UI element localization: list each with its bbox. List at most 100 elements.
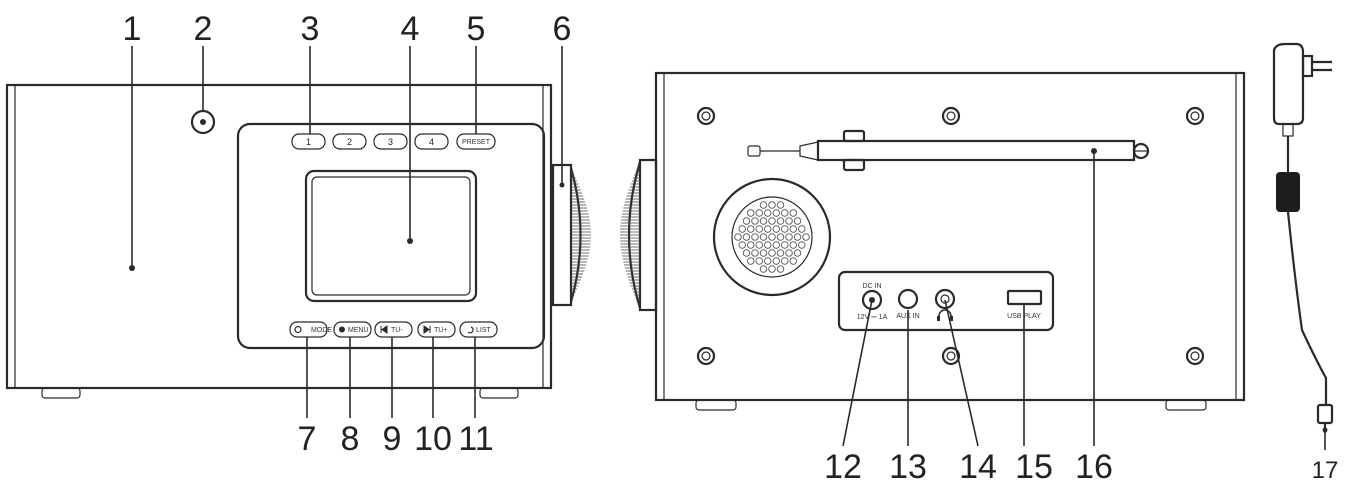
grille-hole: [776, 249, 785, 257]
grille-hole: [789, 257, 798, 265]
headphone-jack[interactable]: [934, 288, 956, 310]
back-arrow-icon: [467, 326, 474, 334]
grille-hole: [759, 233, 768, 241]
grille-hole: [772, 209, 781, 217]
grille-hole: [755, 241, 764, 249]
callout-1: 1: [123, 10, 142, 48]
screw: [1185, 106, 1205, 126]
volume-knob-front[interactable]: [551, 163, 591, 307]
knob-ridges: [620, 165, 640, 305]
grille-hole: [755, 209, 764, 217]
callout-6: 6: [553, 10, 572, 48]
tune-up-label: TU+: [434, 327, 447, 334]
grille-hole: [772, 225, 781, 233]
aux-in-jack[interactable]: [897, 288, 919, 310]
preset-button-3-label: 3: [388, 137, 393, 147]
callout-9: 9: [383, 420, 402, 458]
preset-button-2-label: 2: [347, 137, 352, 147]
preset-button-4[interactable]: 4: [414, 133, 449, 150]
grille-hole: [772, 241, 781, 249]
preset-button-2[interactable]: 2: [332, 133, 367, 150]
grille-hole: [793, 249, 802, 257]
front-view: 1 2 3 4 PRESET MODE MENU: [5, 83, 591, 399]
tune-up-button[interactable]: TU+: [417, 321, 456, 338]
grille-hole: [734, 233, 742, 241]
callout-14: 14: [959, 448, 997, 486]
display-screen-inner: [311, 176, 471, 296]
preset-button-1[interactable]: 1: [291, 133, 326, 150]
menu-button[interactable]: MENU: [333, 321, 372, 338]
preset-button[interactable]: PRESET: [456, 133, 496, 150]
leader-lines: [131, 46, 1326, 450]
grille-hole: [759, 201, 768, 209]
power-adapter: [1272, 42, 1334, 433]
grille-hole: [781, 257, 789, 265]
grille-hole: [751, 233, 759, 241]
grille-hole: [755, 225, 764, 233]
grille-hole: [742, 249, 751, 257]
grille-hole: [759, 249, 768, 257]
sensor-dot: [200, 119, 206, 125]
preset-button-label: PRESET: [462, 139, 491, 146]
grille-hole: [789, 209, 798, 217]
headphone-icon: [937, 309, 953, 321]
grille-hole: [747, 209, 755, 217]
rear-foot-right: [1165, 399, 1207, 411]
screw: [696, 346, 716, 366]
front-foot-left: [41, 387, 81, 399]
screw: [1185, 346, 1205, 366]
grille-hole: [798, 241, 806, 249]
dc-spec-label: 12V ⎓ 1A: [857, 314, 888, 321]
speaker-dot: [129, 265, 135, 271]
mode-button-label: MODE: [311, 327, 332, 334]
callout-2: 2: [194, 10, 213, 48]
grille-hole: [738, 241, 747, 249]
callout-13: 13: [889, 448, 927, 486]
grille-hole: [776, 265, 785, 273]
preset-button-4-label: 4: [429, 137, 434, 147]
callout-4: 4: [401, 10, 420, 48]
adapter-cable: [1286, 136, 1328, 405]
callout-17: 17: [1312, 457, 1339, 484]
volume-knob-rear[interactable]: [620, 158, 658, 312]
dc-plug[interactable]: [1316, 403, 1334, 425]
telescopic-antenna[interactable]: [747, 129, 1150, 172]
grille-hole: [776, 217, 785, 225]
grille-hole: [747, 241, 755, 249]
list-button-label: LIST: [476, 327, 492, 334]
knob-dot: [559, 182, 565, 188]
callout-3: 3: [301, 10, 320, 48]
display-dot: [407, 238, 413, 244]
callout-11: 11: [458, 420, 493, 458]
preset-button-3[interactable]: 3: [373, 133, 408, 150]
list-button[interactable]: LIST: [459, 321, 498, 338]
grille-hole: [768, 265, 776, 273]
ferrite-bead: [1276, 172, 1300, 212]
next-icon: [423, 325, 431, 334]
callout-7: 7: [298, 420, 317, 458]
usb-port[interactable]: [1006, 289, 1043, 306]
previous-icon: [380, 325, 388, 334]
menu-button-label: MENU: [348, 327, 369, 334]
grille-hole: [742, 233, 751, 241]
rear-foot-left: [695, 399, 737, 411]
tune-down-label: TU-: [391, 327, 403, 334]
grille-hole: [768, 249, 776, 257]
callout-5: 5: [467, 10, 486, 48]
mode-button[interactable]: MODE: [289, 321, 332, 338]
grille-hole: [768, 201, 776, 209]
grille-hole: [768, 233, 776, 241]
grille-hole: [793, 233, 802, 241]
dc-in-label: DC IN: [862, 283, 881, 290]
grille-hole: [802, 233, 810, 241]
grille-hole: [742, 217, 751, 225]
power-icon: [294, 325, 302, 334]
grille-hole: [789, 225, 798, 233]
control-panel: [236, 122, 546, 350]
grille-hole: [764, 257, 772, 265]
grille-hole: [781, 225, 789, 233]
tune-down-button[interactable]: TU-: [374, 321, 413, 338]
grille-hole: [764, 225, 772, 233]
grille-hole: [764, 241, 772, 249]
